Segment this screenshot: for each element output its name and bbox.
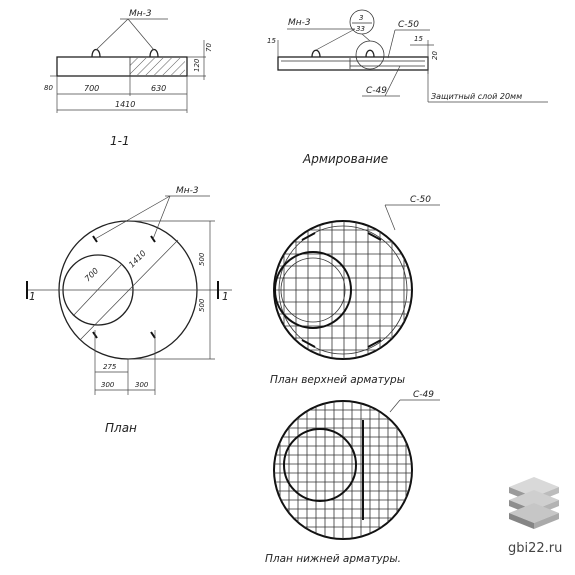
callout-top: 3 — [359, 14, 363, 22]
dim-700-plan: 700 — [83, 266, 100, 283]
lifting-loop-left — [91, 48, 101, 58]
cut-label-right: 1 — [222, 291, 229, 303]
hatched-area — [130, 58, 185, 75]
upper-opening — [280, 257, 346, 323]
slab-section-outline — [56, 56, 188, 77]
lower-opening — [283, 428, 357, 502]
lifting-loop-right — [149, 48, 159, 58]
dim-80-section: 80 — [44, 84, 53, 92]
dim-20-right: 20 — [431, 51, 439, 60]
dim-500-lower: 500 — [198, 298, 206, 312]
section-1-1: Мн-3 700 630 1410 80 120 70 1-1 — [44, 9, 213, 148]
dim-275-plan: 275 — [103, 363, 117, 371]
dim-300-left: 300 — [101, 381, 115, 389]
stacked-slabs-logo-icon — [509, 477, 559, 529]
dim-500-upper: 500 — [198, 252, 206, 266]
dim-300-right: 300 — [135, 381, 149, 389]
callout-bottom: 33 — [356, 25, 365, 33]
watermark-text: gbi22.ru — [508, 541, 562, 556]
lower-reinforcement-plan: С-49 План нижней арматуры. — [265, 390, 440, 565]
dim-70-section: 70 — [205, 43, 213, 52]
detail-circle — [355, 40, 385, 70]
mn3-plan-label: Мн-3 — [176, 186, 199, 196]
section-title: 1-1 — [110, 134, 130, 148]
protective-layer-label: Защитный слой 20мм — [431, 92, 522, 101]
cut-label-left: 1 — [29, 291, 36, 303]
dim-630-section: 630 — [151, 84, 166, 93]
dim-15-right: 15 — [414, 35, 423, 43]
upper-grid — [274, 221, 412, 359]
dim-1410-section: 1410 — [115, 100, 135, 109]
plan-loop-bottom-right — [150, 331, 156, 339]
upper-reinforcement-plan: С-50 План верхней арматуры — [270, 195, 440, 386]
c50-upper-label: С-50 — [410, 195, 431, 205]
reinforcement-section: Мн-3 3 33 С-50 С-49 15 15 20 Защитный сл… — [267, 9, 548, 166]
lower-plan-title: План нижней арматуры. — [265, 553, 401, 565]
c49-reinf-label: С-49 — [366, 86, 387, 96]
dim-15-left: 15 — [267, 37, 276, 45]
mn3-reinf-label: Мн-3 — [288, 18, 311, 28]
mn3-section-label: Мн-3 — [129, 9, 152, 19]
reinf-slab-outline — [277, 56, 429, 71]
reinf-loop-left — [311, 49, 321, 58]
reinf-loop-right — [365, 49, 375, 58]
c49-lower-label: С-49 — [413, 390, 434, 400]
reinforcement-title: Армирование — [302, 152, 388, 166]
dim-120-section: 120 — [193, 58, 201, 72]
c50-reinf-label: С-50 — [398, 20, 419, 30]
plan-title: План — [105, 421, 137, 435]
dim-700-section: 700 — [84, 84, 99, 93]
upper-plan-title: План верхней арматуры — [270, 374, 405, 386]
dim-1410-plan: 1410 — [127, 249, 148, 270]
upper-opening-ring — [274, 251, 352, 329]
plan-view: 1 1 700 1410 Мн-3 500 500 275 300 300 Пл… — [26, 186, 232, 435]
